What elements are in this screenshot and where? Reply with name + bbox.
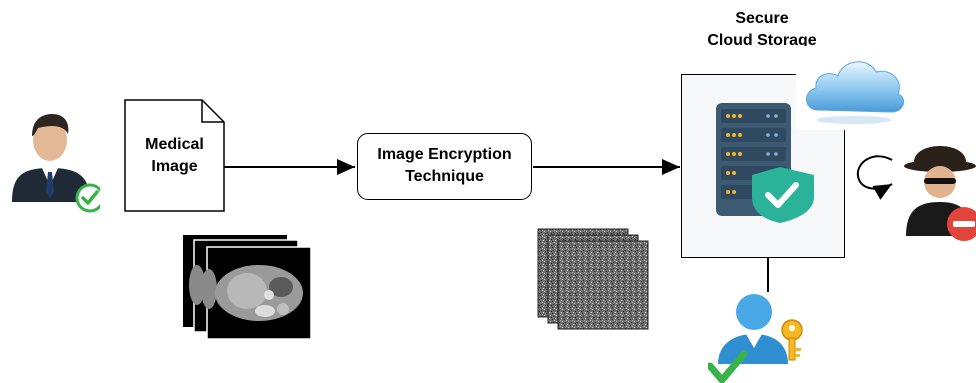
server-shield-icon — [716, 103, 814, 223]
hacker-icon — [904, 146, 976, 241]
doctor-with-checkmark-icon — [12, 114, 100, 213]
encryption-label: Image Encryption Technique — [377, 146, 512, 185]
ct-scan-stack-icon — [183, 235, 312, 340]
storage-label: Secure Cloud Storage — [707, 10, 817, 49]
user-key-icon — [708, 294, 803, 383]
cloud-icon — [806, 61, 905, 124]
noise-image-stack-icon — [537, 228, 649, 330]
medical-image-document — [124, 99, 225, 212]
image-encryption-technique-box — [357, 133, 532, 200]
medical-image-label: Medical Image — [145, 136, 204, 175]
attacker-blocked-arrow — [856, 155, 893, 200]
